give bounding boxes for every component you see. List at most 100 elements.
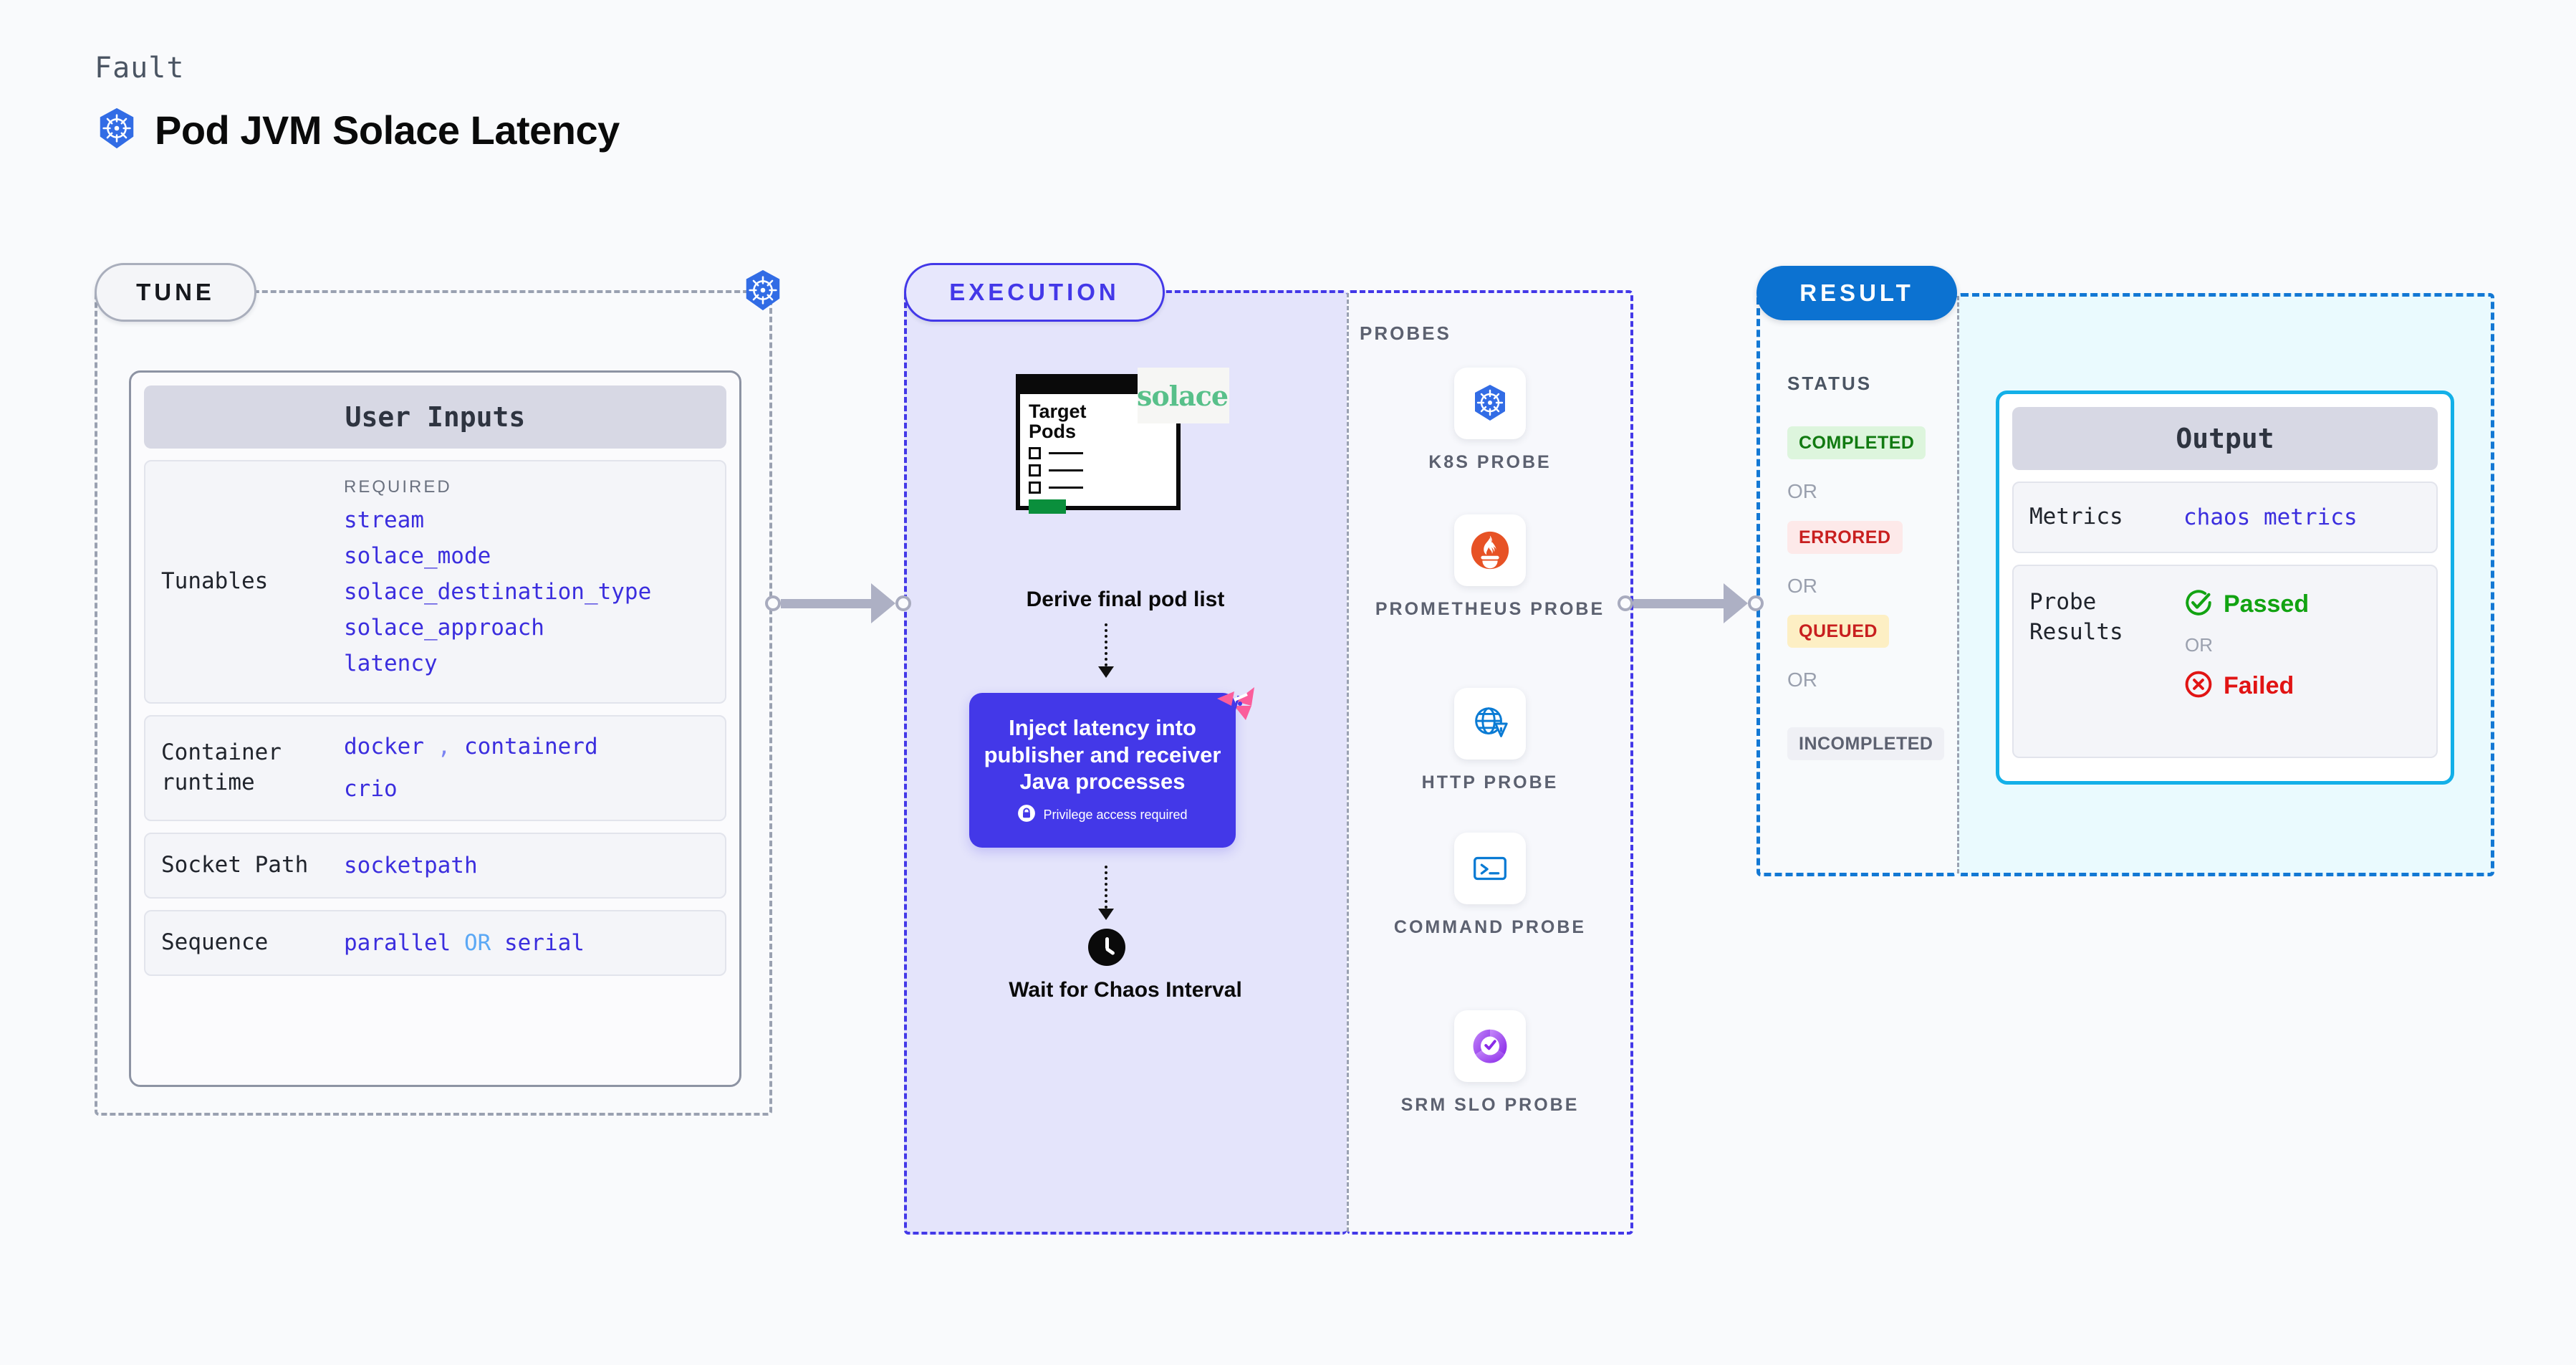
failed-label: Failed [2224,672,2294,699]
passed-label: Passed [2224,590,2310,618]
tunable-item: solace_destination_type [344,579,652,605]
kubernetes-icon [741,268,785,316]
execution-pill-label[interactable]: EXECUTION [904,263,1165,322]
result-status-frame [1756,293,1957,876]
sequence-serial: serial [504,929,585,956]
list-item [1020,464,1176,476]
user-inputs-card: User Inputs Tunables REQUIRED stream sol… [129,370,741,1087]
table-row: Metrics chaos metrics [2012,482,2438,553]
solace-wordmark: solace [1136,379,1229,412]
probe-label: K8S PROBE [1428,452,1552,472]
status-badge: QUEUED [1787,615,1889,648]
clock-icon [1088,929,1125,966]
or-label: OR [2185,634,2213,656]
probe-label: PROMETHEUS PROBE [1375,599,1605,619]
inject-latency-text: Inject latency into publisher and receiv… [984,714,1221,795]
line-placeholder [1049,486,1083,489]
line-placeholder [1049,451,1083,454]
kubernetes-icon [1454,368,1526,439]
connector-execution-to-result [1618,583,1764,623]
progress-bar [1029,499,1066,514]
page-header: Fault Pod JVM Solace Latency [95,52,620,154]
probes-title: PROBES [1360,322,1451,344]
table-row: Socket Path socketpath [144,833,726,899]
tunable-item: solace_mode [344,543,491,569]
table-row: Probe Results Passed OR [2012,565,2438,758]
probe-k8s[interactable]: K8S PROBE [1347,368,1633,474]
connector-arrowhead [1724,583,1748,623]
output-card: Output Metrics chaos metrics Probe Resul… [1996,391,2454,785]
connector-start-node [765,595,781,611]
runtime-crio: crio [344,776,398,802]
solace-logo: solace [1136,368,1229,423]
checkbox-icon [1029,464,1041,476]
table-row: Sequence parallel OR serial [144,910,726,976]
check-circle-icon [2183,588,2214,621]
user-inputs-title: User Inputs [144,385,726,449]
runtime-docker: docker [344,734,424,760]
probe-label: COMMAND PROBE [1393,917,1587,937]
socket-path-value: socketpath [344,852,478,878]
result-pill-label[interactable]: RESULT [1756,266,1957,320]
probes-divider [1347,293,1349,1232]
tunable-item: stream [344,507,424,533]
sequence-parallel: parallel [344,929,451,956]
connector-tune-to-execution [765,583,911,623]
probe-result-passed: Passed [2183,588,2309,621]
target-pods-title-line2: Pods [1029,421,1077,443]
checkbox-icon [1029,446,1041,459]
metrics-value: chaos metrics [2183,504,2358,530]
inject-latency-step: Inject latency into publisher and receiv… [969,693,1236,848]
list-item [1020,446,1176,459]
probe-label: HTTP PROBE [1421,772,1559,792]
connector-start-node [1618,595,1633,611]
or-label: OR [1787,480,1817,502]
derive-pod-list-label: Derive final pod list [1026,588,1225,611]
row-label-sequence: Sequence [161,929,269,956]
tune-section-frame [95,290,772,1116]
status-badge: INCOMPLETED [1787,727,1945,760]
flow-arrow-derive-to-inject [1098,623,1114,678]
connector-line [781,598,873,608]
line-placeholder [1049,469,1083,471]
table-row: Tunables REQUIRED stream solace_mode sol… [144,460,726,704]
row-label-container-runtime: Container runtime [161,739,282,795]
globe-warning-icon [1454,688,1526,760]
srm-slo-icon [1454,1010,1526,1082]
row-label-tunables: Tunables [161,568,269,595]
privilege-note-row: Privilege access required [1017,804,1188,826]
connector-line [1633,598,1725,608]
connector-end-node [1748,595,1764,611]
list-item [1020,481,1176,494]
wait-for-chaos-interval-label: Wait for Chaos Interval [1009,978,1242,1002]
or-label: OR [1787,669,1817,691]
value-separator: , [437,734,451,760]
table-row: Container runtime docker , containerd cr… [144,715,726,821]
kubernetes-icon [95,106,139,154]
output-title: Output [2012,407,2438,470]
probe-srm-slo[interactable]: SRM SLO PROBE [1347,1010,1633,1117]
probe-prometheus[interactable]: PROMETHEUS PROBE [1347,514,1633,621]
result-divider [1957,296,1959,873]
connector-end-node [895,595,911,611]
connector-arrowhead [871,583,895,623]
status-badge: ERRORED [1787,521,1903,554]
checkbox-icon [1029,481,1041,494]
probe-http[interactable]: HTTP PROBE [1347,688,1633,795]
target-pods-title-line1: Target [1029,401,1087,422]
tunable-item: solace_approach [344,615,544,641]
title-row: Pod JVM Solace Latency [95,106,620,154]
probe-label: SRM SLO PROBE [1400,1095,1580,1115]
status-title: STATUS [1787,373,1873,394]
or-label: OR [1787,575,1817,597]
fault-kicker: Fault [95,52,185,85]
lock-icon [1017,804,1036,826]
terminal-icon [1454,833,1526,904]
privilege-note-text: Privilege access required [1043,808,1188,823]
prometheus-icon [1454,514,1526,586]
probe-results-label: Probe Results [2029,589,2123,645]
row-label-socket-path: Socket Path [161,852,309,878]
x-circle-icon [2183,669,2214,703]
tune-pill-label[interactable]: TUNE [95,263,256,322]
probe-command[interactable]: COMMAND PROBE [1347,833,1633,939]
